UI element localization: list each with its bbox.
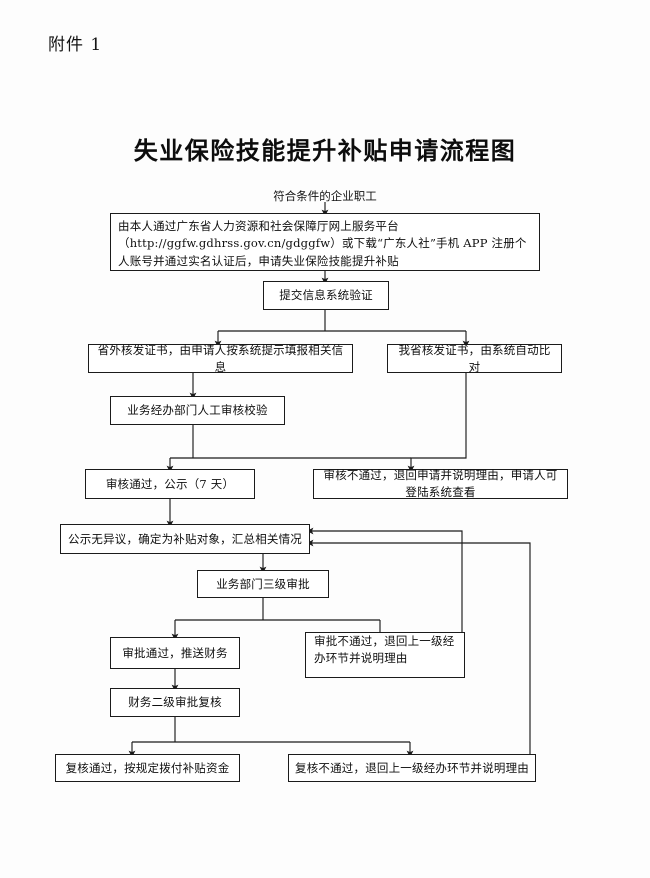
flow-node-n11[interactable]: 审批不通过，退回上一级经办环节并说明理由 — [305, 632, 465, 678]
flow-node-n9-label: 业务部门三级审批 — [216, 576, 310, 591]
flow-node-n3-label: 省外核发证书，由申请人按系统提示填报相关信息 — [97, 342, 344, 374]
flow-node-n6-label: 审核通过，公示（7 天） — [105, 476, 235, 491]
flow-node-n1-label: 由本人通过广东省人力资源和社会保障厅网上服务平台（http://ggfw.gdh… — [118, 219, 527, 268]
flow-node-n13[interactable]: 复核通过，按规定拨付补贴资金 — [55, 754, 240, 782]
flow-node-n7[interactable]: 审核不通过，退回申请并说明理由，申请人可登陆系统查看 — [313, 468, 568, 499]
flow-node-n8-label: 公示无异议，确定为补贴对象，汇总相关情况 — [68, 531, 302, 546]
flow-node-n2-label: 提交信息系统验证 — [279, 288, 373, 303]
flow-node-n12[interactable]: 财务二级审批复核 — [110, 688, 240, 717]
flow-node-n7-label: 审核不通过，退回申请并说明理由，申请人可登陆系统查看 — [323, 468, 558, 499]
flow-node-n14-label: 复核不通过，退回上一级经办环节并说明理由 — [295, 760, 529, 775]
flow-node-n1[interactable]: 由本人通过广东省人力资源和社会保障厅网上服务平台（http://ggfw.gdh… — [110, 213, 540, 271]
flow-node-n6[interactable]: 审核通过，公示（7 天） — [85, 469, 255, 499]
flow-node-n14[interactable]: 复核不通过，退回上一级经办环节并说明理由 — [288, 754, 536, 782]
edge-n11-n8-return — [306, 527, 463, 637]
flow-node-n13-label: 复核通过，按规定拨付补贴资金 — [65, 760, 230, 775]
flow-node-n8[interactable]: 公示无异议，确定为补贴对象，汇总相关情况 — [60, 524, 310, 554]
flow-node-n4[interactable]: 我省核发证书，由系统自动比对 — [387, 342, 562, 374]
attachment-label: 附件 1 — [48, 35, 103, 55]
flow-node-n5[interactable]: 业务经办部门人工审核校验 — [110, 396, 285, 425]
start-caption: 符合条件的企业职工 — [273, 189, 377, 203]
flow-node-n9[interactable]: 业务部门三级审批 — [197, 570, 329, 598]
page-title: 失业保险技能提升补贴申请流程图 — [133, 136, 517, 165]
flow-node-n10-label: 审批通过，推送财务 — [122, 645, 228, 660]
flow-node-n4-label: 我省核发证书，由系统自动比对 — [398, 342, 551, 374]
flow-node-n2[interactable]: 提交信息系统验证 — [263, 281, 389, 310]
flow-node-n3[interactable]: 省外核发证书，由申请人按系统提示填报相关信息 — [88, 342, 353, 374]
flow-node-n10[interactable]: 审批通过，推送财务 — [110, 637, 240, 669]
flow-node-n11-label: 审批不通过，退回上一级经办环节并说明理由 — [314, 634, 455, 665]
flow-node-n12-label: 财务二级审批复核 — [128, 695, 222, 710]
edge-n4-n7 — [407, 373, 467, 473]
flow-node-n5-label: 业务经办部门人工审核校验 — [127, 403, 268, 418]
